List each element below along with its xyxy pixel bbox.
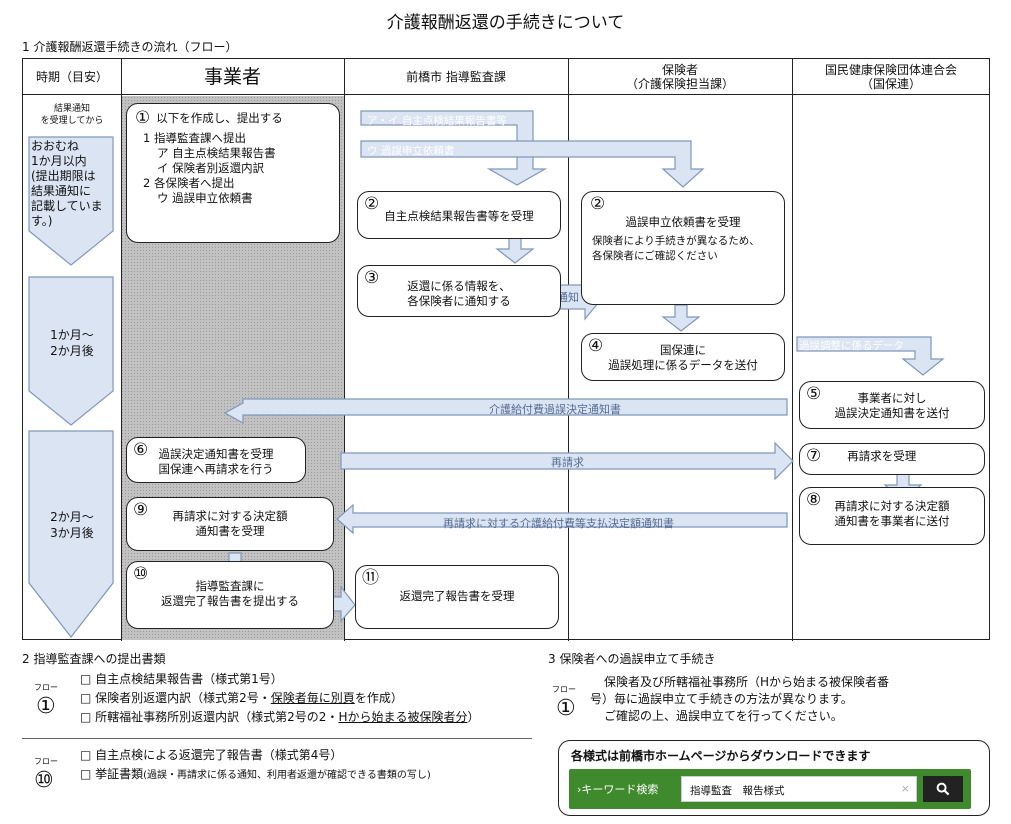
flow-label: フロー bbox=[552, 685, 576, 694]
header-city: 前橋市 指導監査課 bbox=[344, 59, 568, 95]
section-3-text: 保険者及び所轄福祉事務所（Hから始まる被保険者番 号）毎に過誤申立て手続きの方法… bbox=[590, 675, 890, 723]
header-business: 事業者 bbox=[121, 59, 344, 95]
timeline-arrows bbox=[28, 136, 114, 638]
section-2-group-2-list: □ 自主点検による返還完了報告書（様式第4号） □ 挙証書類(過誤・再請求に係る… bbox=[80, 748, 431, 781]
section-2-heading: 2 指導監査課への提出書類 bbox=[22, 652, 166, 666]
arrow-a1-label: ア・イ 自主点検結果報告書等 bbox=[367, 115, 507, 127]
period-1-arrow bbox=[28, 136, 114, 266]
period-3-label: 2か月～3か月後 bbox=[50, 510, 94, 540]
arrow-decision-label: 介護給付費過誤決定通知書 bbox=[489, 403, 621, 416]
search-icon bbox=[936, 782, 950, 796]
page-title: 介護報酬返還の手続きについて bbox=[386, 13, 625, 33]
header-kokuho: 国民健康保険団体連合会 （国保連） bbox=[792, 59, 990, 95]
arrow-notify-label: 通知 bbox=[557, 291, 579, 304]
step-3-box: ③ 返還に係る情報を、 各保険者に通知する bbox=[357, 265, 561, 317]
column-divider bbox=[121, 59, 122, 641]
arrow-resubmit bbox=[340, 441, 794, 481]
step-8-box: ⑧ 再請求に対する決定額 通知書を事業者に送付 bbox=[799, 487, 985, 545]
arrow-decision bbox=[223, 398, 788, 425]
header-period: 時期（目安） bbox=[23, 59, 121, 95]
step-9-box: ⑨ 再請求に対する決定額 通知書を受理 bbox=[126, 497, 334, 551]
arrow-2-to-4 bbox=[661, 304, 701, 332]
arrow-resubmit-label: 再請求 bbox=[551, 456, 584, 469]
section-2-group-1-list: □ 自主点検結果報告書（様式第1号） □ 保険者別返還内訳（様式第2号・保険者毎… bbox=[80, 672, 480, 724]
step-10-box: ⑩ 指導監査課に 返還完了報告書を提出する bbox=[126, 561, 334, 629]
section-2-divider bbox=[22, 738, 532, 739]
flow-chart: 時期（目安） 事業者 前橋市 指導監査課 保険者 （介護保険担当課） 国民健康保… bbox=[22, 58, 990, 641]
step-6-box: ⑥ 過誤決定通知書を受理 国保連へ再請求を行う bbox=[126, 437, 306, 483]
arrow-payment-label: 再請求に対する介護給付費等支払決定額通知書 bbox=[443, 517, 674, 530]
section-2-group-2-number: ⑩ bbox=[34, 768, 54, 793]
step-2b-box: ② 過誤申立依頼書を受理 保険者により手続きが異なるため、 各保険者にご確認くだ… bbox=[581, 191, 785, 305]
search-input[interactable]: 指導監査 報告様式 × bbox=[681, 776, 917, 802]
download-title: 各様式は前橋市ホームページからダウンロードできます bbox=[571, 749, 871, 763]
column-divider bbox=[792, 59, 793, 641]
arrow-payment bbox=[336, 503, 788, 535]
section-3-number: ① bbox=[556, 696, 576, 721]
header-insurer: 保険者 （介護保険担当課） bbox=[568, 59, 792, 95]
search-label: ›キーワード検索 bbox=[577, 783, 659, 796]
step-5-box: ⑤ 事業者に対し 過誤決定通知書を送付 bbox=[799, 381, 985, 429]
period-2-arrow bbox=[28, 276, 114, 426]
period-3-arrow bbox=[28, 430, 114, 638]
clear-icon[interactable]: × bbox=[900, 782, 910, 795]
section-2-group-1-number: ① bbox=[36, 694, 56, 719]
column-divider bbox=[344, 59, 345, 641]
search-bar: ›キーワード検索 指導監査 報告様式 × bbox=[569, 769, 971, 809]
step-2a-box: ② 自主点検結果報告書等を受理 bbox=[357, 191, 561, 239]
arrow-kago-data bbox=[796, 336, 945, 376]
download-box: 各様式は前橋市ホームページからダウンロードできます ›キーワード検索 指導監査 … bbox=[558, 740, 990, 816]
arrow-2-to-3 bbox=[495, 234, 535, 264]
column-divider bbox=[568, 59, 569, 641]
timeline-note: 結果通知を受理してから bbox=[40, 104, 104, 126]
flow-arrows bbox=[215, 110, 945, 623]
step-11-box: ⑪ 返還完了報告書を受理 bbox=[355, 565, 559, 629]
arrow-a1 bbox=[360, 110, 548, 186]
search-button[interactable] bbox=[923, 776, 963, 802]
flow-label: フロー bbox=[34, 757, 58, 766]
section-3-heading: 3 保険者への過誤申立て手続き bbox=[548, 652, 716, 666]
arrow-a2 bbox=[360, 140, 705, 188]
flow-label: フロー bbox=[34, 683, 58, 692]
arrow-kago-label: 過誤調整に係るデータ bbox=[799, 340, 904, 352]
step-4-box: ④ 国保連に 過誤処理に係るデータを送付 bbox=[581, 333, 785, 381]
period-2-label: 1か月～2か月後 bbox=[50, 328, 94, 358]
section-1-heading: 1 介護報酬返還手続きの流れ（フロー） bbox=[22, 40, 238, 54]
arrow-a2-label: ウ 過誤申立依頼書 bbox=[367, 145, 455, 157]
